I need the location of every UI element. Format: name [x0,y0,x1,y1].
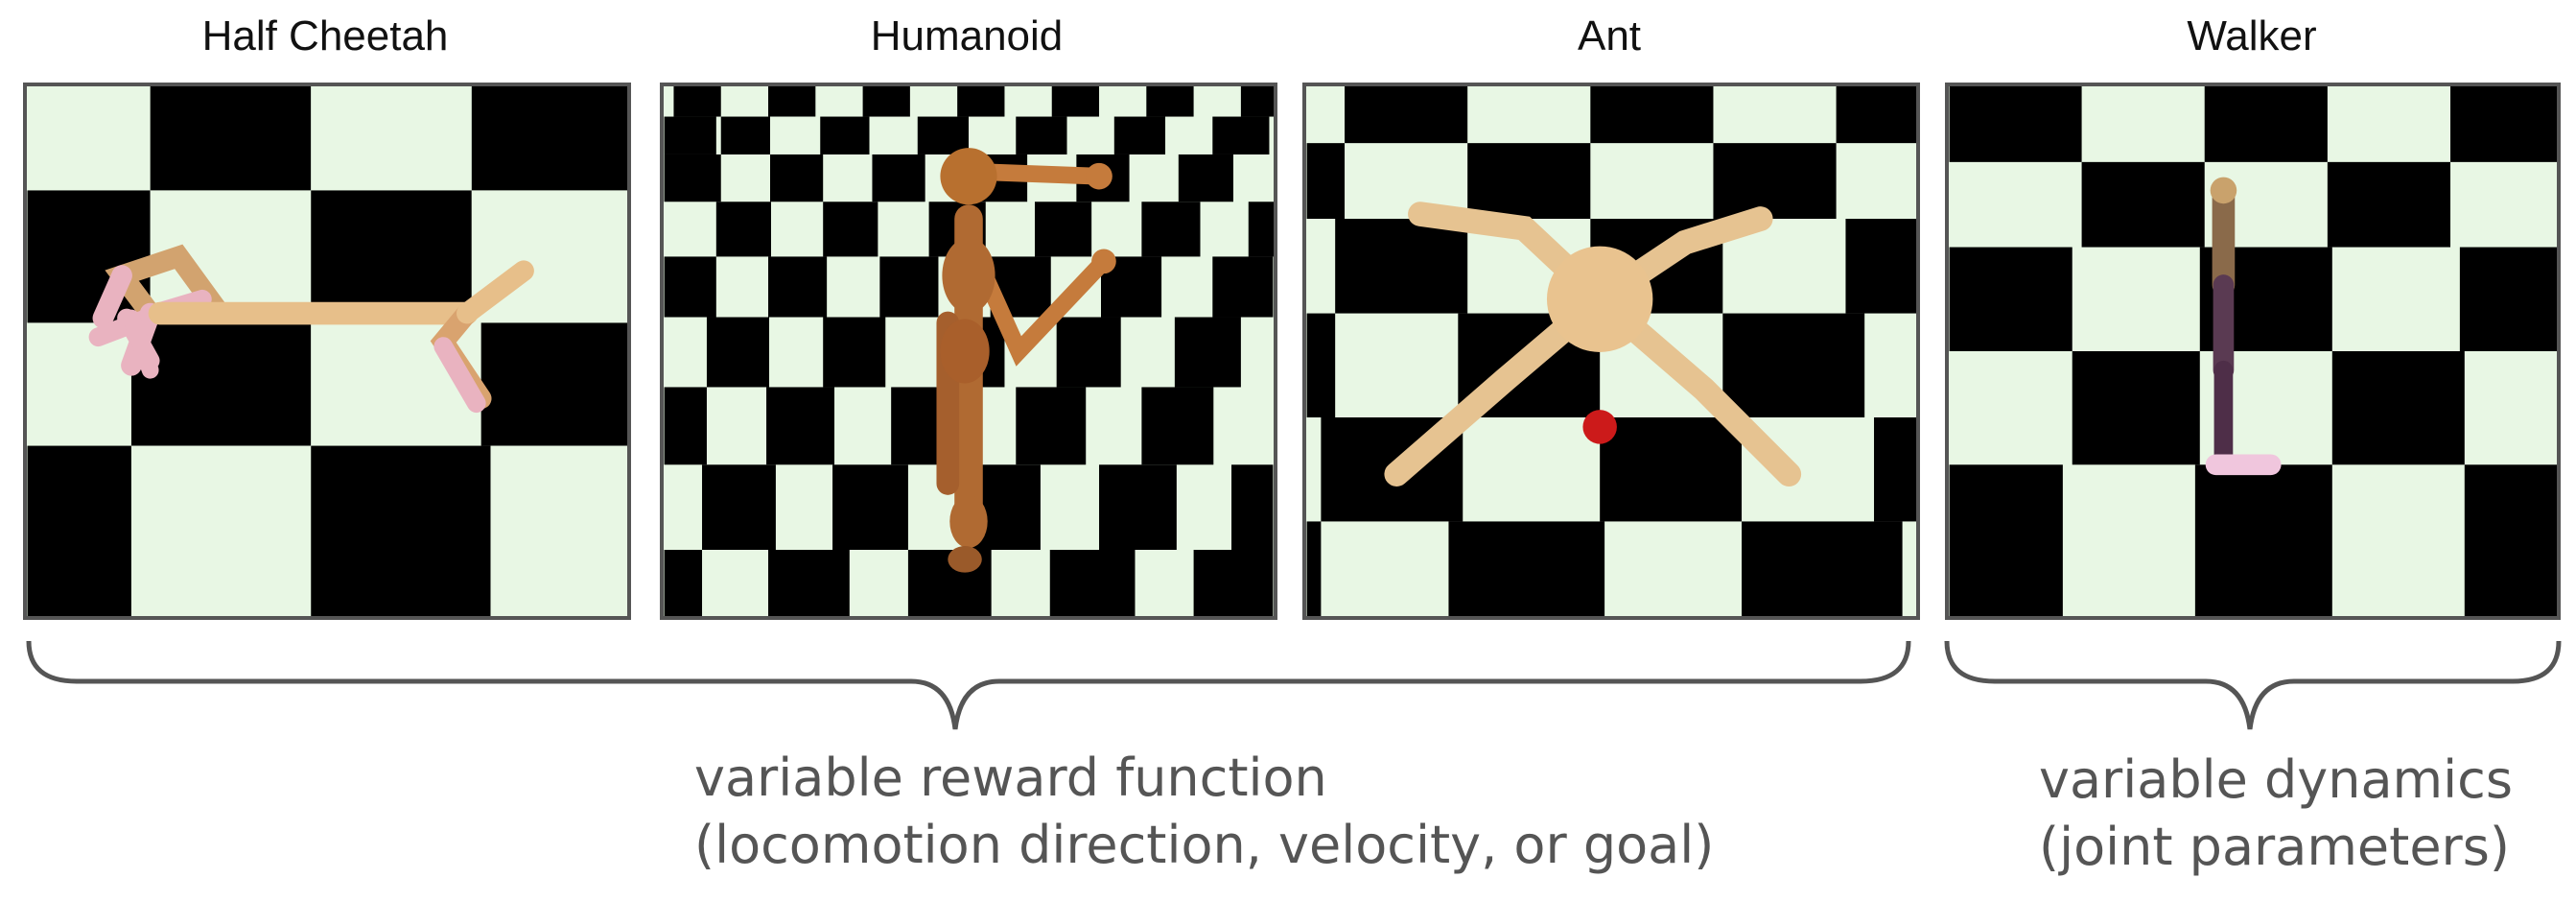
ant-scene [1306,86,1916,616]
reward-caption-line2: (locomotion direction, velocity, or goal… [694,815,1715,875]
title-humanoid: Humanoid [870,12,1064,59]
checkerboard-floor [27,86,627,616]
reward-caption: variable reward function (locomotion dir… [694,745,1714,879]
walker-body [2205,177,2282,476]
humanoid-panel [660,83,1277,620]
dynamics-caption-line1: variable dynamics [2039,749,2513,810]
dynamics-caption: variable dynamics (joint parameters) [2039,747,2513,881]
walker-scene [1949,86,2557,616]
dynamics-caption-line2: (joint parameters) [2039,817,2510,877]
checkerboard-floor [664,86,1274,616]
title-ant: Ant [1577,12,1642,59]
dynamics-brace [1944,640,2562,730]
humanoid-scene [664,86,1274,616]
goal-marker-icon [1582,410,1617,444]
checkerboard-floor [1949,86,2557,616]
title-walker: Walker [2187,12,2317,59]
ant-panel [1302,83,1920,620]
humanoid-figure [936,148,1116,573]
reward-caption-line1: variable reward function [694,748,1327,808]
ant-torso [1546,246,1653,352]
half-cheetah-panel [23,83,631,620]
cheetah-body [88,244,534,414]
walker-panel [1945,83,2561,620]
half-cheetah-scene [27,86,627,616]
reward-brace [26,640,1911,730]
checkerboard-floor [1306,86,1916,616]
title-half-cheetah: Half Cheetah [201,12,449,59]
